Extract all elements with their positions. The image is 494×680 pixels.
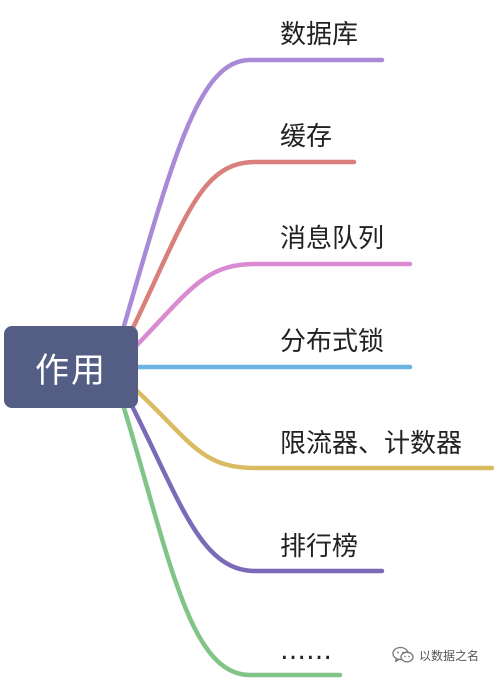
branch-lines xyxy=(121,57,494,678)
watermark-text: 以数据之名 xyxy=(419,648,480,663)
branch-line-rate-limiter xyxy=(133,387,494,471)
branch-line-leaderboard xyxy=(127,399,385,574)
watermark: 以数据之名 xyxy=(392,646,479,664)
wechat-icon xyxy=(392,646,414,663)
branch-label-leaderboard: 排行榜 xyxy=(280,532,359,562)
branch-label-rate-limiter: 限流器、计数器 xyxy=(280,429,463,459)
branch-line-cache xyxy=(127,159,357,337)
branch-line-message-queue xyxy=(133,261,413,349)
root-node-label: 作用 xyxy=(35,350,107,391)
branch-label-more: …… xyxy=(280,636,332,666)
branch-label-database: 数据库 xyxy=(280,20,359,50)
branch-line-database xyxy=(121,57,385,329)
branch-label-cache: 缓存 xyxy=(280,122,333,152)
branch-line-more xyxy=(121,405,343,678)
branch-label-message-queue: 消息队列 xyxy=(280,224,385,254)
root-node: 作用 xyxy=(4,326,138,408)
branch-label-distributed-lock: 分布式锁 xyxy=(280,327,385,357)
